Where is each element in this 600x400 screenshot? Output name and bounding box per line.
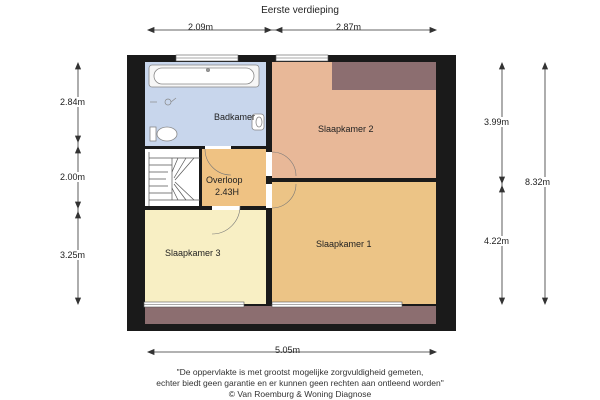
doors	[204, 146, 297, 235]
room-label-slaapkamer-3: Slaapkamer 3	[165, 248, 221, 258]
roof-area-bottom	[145, 306, 436, 324]
toilet-icon	[149, 126, 178, 142]
copyright-line: © Van Roemburg & Woning Diagnose	[228, 389, 372, 399]
room-slaapkamer-3	[145, 210, 266, 304]
room-slaapkamer-1	[272, 182, 436, 304]
disclaimer-line-1: "De oppervlakte is met grootst mogelijke…	[176, 367, 424, 377]
roof-area	[332, 62, 436, 90]
room-label-slaapkamer-1: Slaapkamer 1	[316, 239, 372, 249]
dim-right-upper: 3.99m	[484, 117, 510, 127]
dim-right-lower: 4.22m	[484, 236, 510, 246]
room-stairs	[145, 149, 201, 206]
floor-title: Eerste verdieping	[261, 5, 339, 16]
dim-left-top: 2.84m	[60, 97, 86, 107]
dim-top-right: 2.87m	[336, 22, 362, 32]
room-label-slaapkamer-2: Slaapkamer 2	[318, 124, 374, 134]
windows	[143, 54, 403, 308]
bath-tub-icon	[148, 64, 260, 88]
dim-left-mid: 2.00m	[60, 172, 86, 182]
dim-bottom: 5.05m	[275, 345, 301, 355]
room-label-badkamer: Badkamer	[214, 112, 256, 122]
stairs-icon	[148, 152, 200, 206]
room-label-overloop-height: 2.43H	[215, 187, 240, 197]
disclaimer-line-2: echter biedt geen garantie en er kunnen …	[156, 378, 444, 388]
room-label-overloop: Overloop	[206, 175, 243, 185]
dim-right-total: 8.32m	[525, 177, 551, 187]
dim-left-bottom: 3.25m	[60, 250, 86, 260]
shower-icon	[150, 97, 177, 106]
dimension-lines	[74, 26, 549, 356]
room-overloop	[201, 149, 266, 206]
sink-icon	[251, 113, 265, 131]
dim-top-left: 2.09m	[188, 22, 214, 32]
